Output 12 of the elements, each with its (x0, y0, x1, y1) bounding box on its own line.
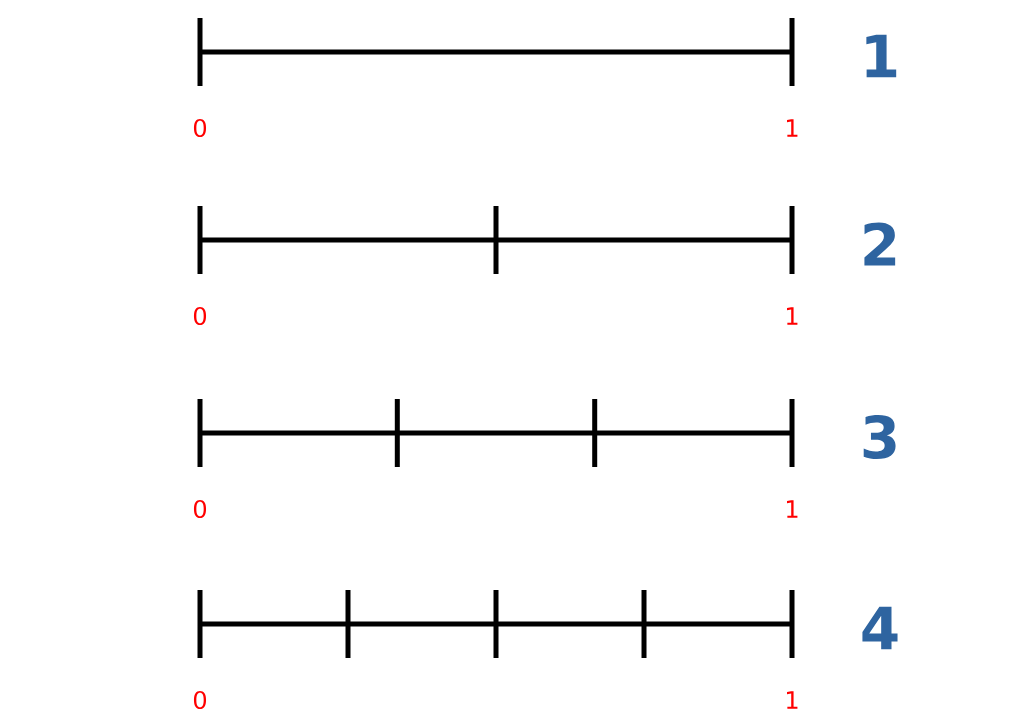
row-number: 3 (863, 415, 896, 459)
tick-label: 1 (787, 691, 798, 709)
tick-label: 1 (787, 500, 798, 518)
tick-label: 0 (193, 499, 207, 519)
row-number: 4 (862, 606, 898, 650)
tick-label: 1 (787, 119, 798, 137)
tick-label: 0 (193, 690, 207, 710)
tick-label: 0 (193, 306, 207, 326)
tick-label: 1 (787, 307, 798, 325)
row-number: 2 (864, 222, 896, 266)
row-number: 1 (866, 34, 897, 78)
tick-label: 0 (193, 118, 207, 138)
